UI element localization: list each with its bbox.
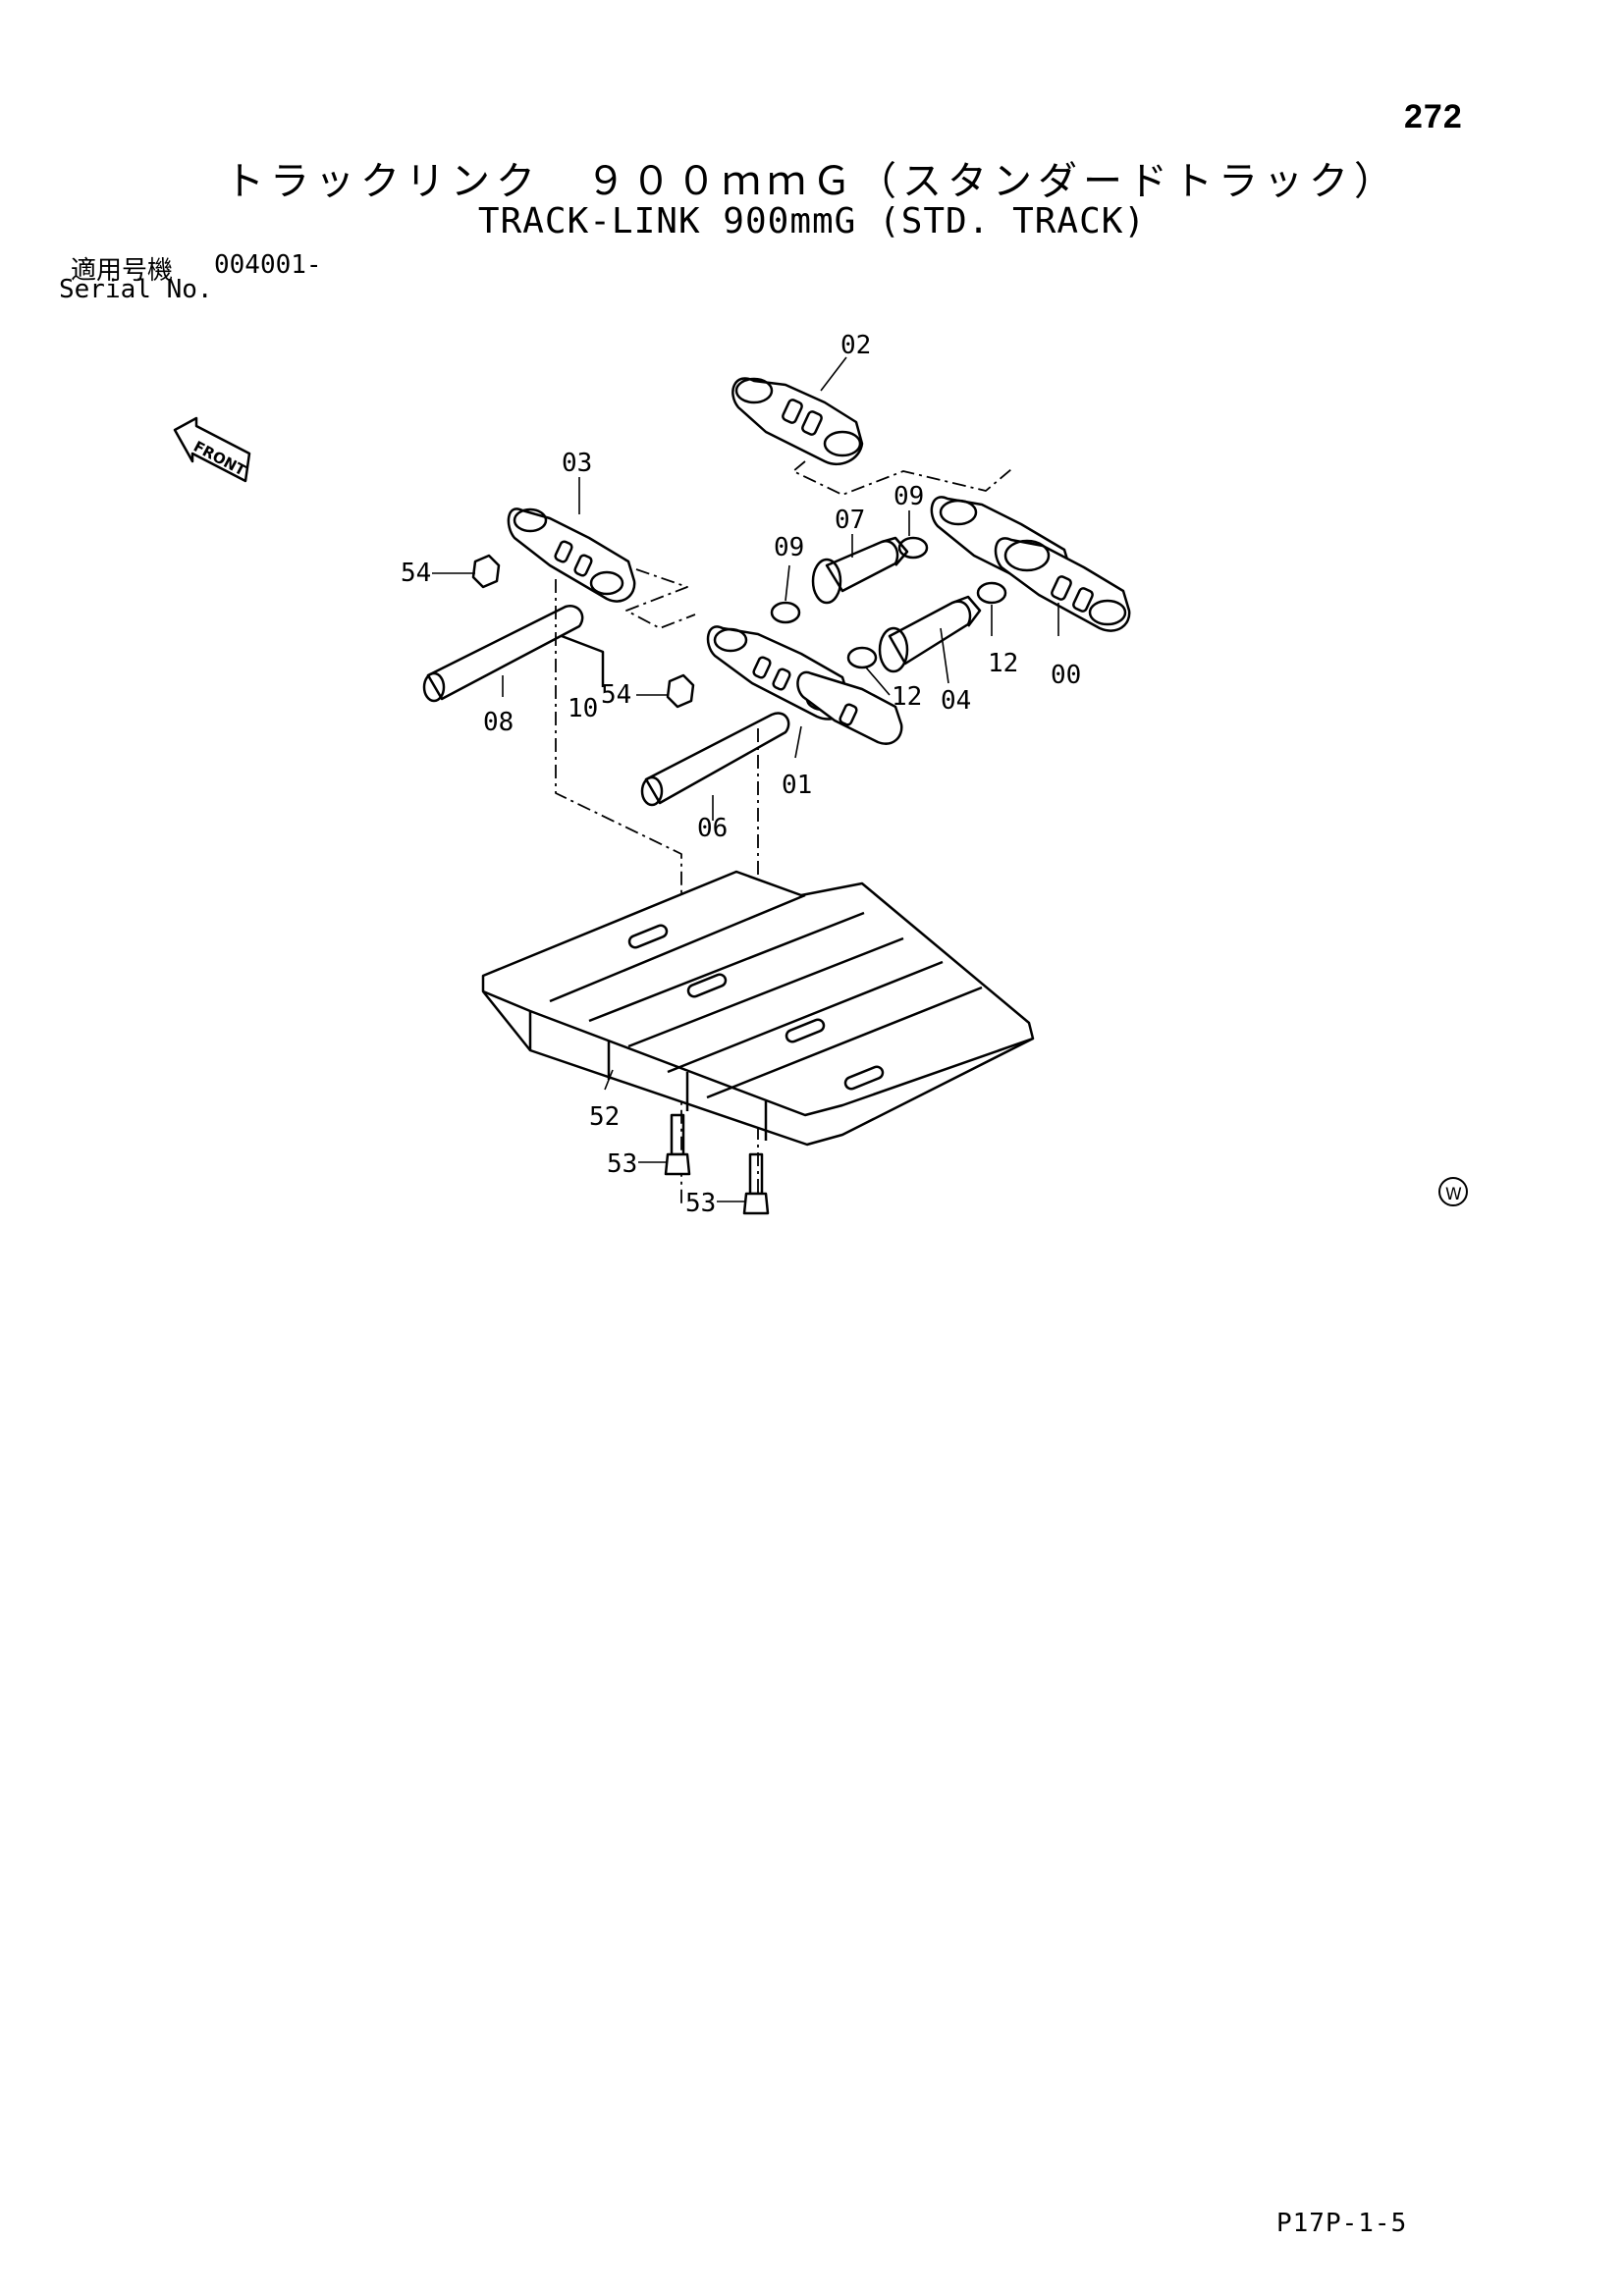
bushing-part-07 <box>811 536 909 605</box>
link-part-03 <box>507 507 636 603</box>
seal-ring-part-09-a <box>770 601 801 624</box>
watermark-circle-icon <box>1438 1177 1468 1206</box>
callout-09-b: 09 <box>774 533 804 562</box>
callout-12-a: 12 <box>988 649 1018 678</box>
callout-54-b: 54 <box>601 680 631 710</box>
serial-number-value: 004001- <box>214 250 322 280</box>
page-number: 272 <box>1404 98 1463 135</box>
grouping-outline-upper <box>792 460 1012 496</box>
callout-09-a: 09 <box>893 482 924 511</box>
callout-12-b: 12 <box>892 682 922 712</box>
link-part-02 <box>731 377 864 466</box>
lock-pin-part-10 <box>561 634 605 687</box>
callout-01: 01 <box>782 771 812 800</box>
serial-label-japanese: 適用号機 <box>71 256 174 286</box>
callout-08: 08 <box>483 708 514 737</box>
callout-10: 10 <box>568 694 598 723</box>
page-title-english: TRACK-LINK 900mmG (STD. TRACK) <box>477 201 1147 241</box>
callout-53-b: 53 <box>685 1189 716 1218</box>
link-part-00 <box>930 496 1131 632</box>
callout-52: 52 <box>589 1102 620 1132</box>
track-shoe-part-52 <box>481 870 1035 1147</box>
pin-part-08 <box>422 605 584 703</box>
callout-54-a: 54 <box>401 559 431 588</box>
nut-part-54-b <box>666 673 695 709</box>
callout-53-a: 53 <box>607 1149 637 1179</box>
nut-part-54-a <box>471 554 501 589</box>
callout-07: 07 <box>835 506 865 535</box>
seal-ring-part-09-b <box>897 536 929 560</box>
link-part-01 <box>706 625 903 745</box>
page-title-japanese: トラックリンク ９００ｍｍＧ（スタンダードトラック） <box>225 159 1399 204</box>
grouping-outline-left <box>625 568 696 629</box>
pin-part-06 <box>640 712 790 807</box>
footer-page-code: P17P-1-5 <box>1276 2209 1408 2238</box>
serial-label-english: Serial No. <box>59 275 213 304</box>
bushing-part-04 <box>878 595 982 673</box>
callout-00: 00 <box>1051 661 1081 690</box>
callout-03: 03 <box>562 449 592 478</box>
seal-ring-part-12-a <box>976 581 1007 605</box>
front-arrow-icon: FRONT <box>173 416 251 483</box>
bolt-part-53-b <box>742 1152 770 1215</box>
callout-02: 02 <box>840 331 871 360</box>
watermark-letter: W <box>1445 1185 1462 1204</box>
callout-04: 04 <box>941 686 971 716</box>
callout-06: 06 <box>697 814 728 843</box>
seal-ring-part-12-b <box>846 646 878 669</box>
bolt-part-53-a <box>664 1113 691 1176</box>
